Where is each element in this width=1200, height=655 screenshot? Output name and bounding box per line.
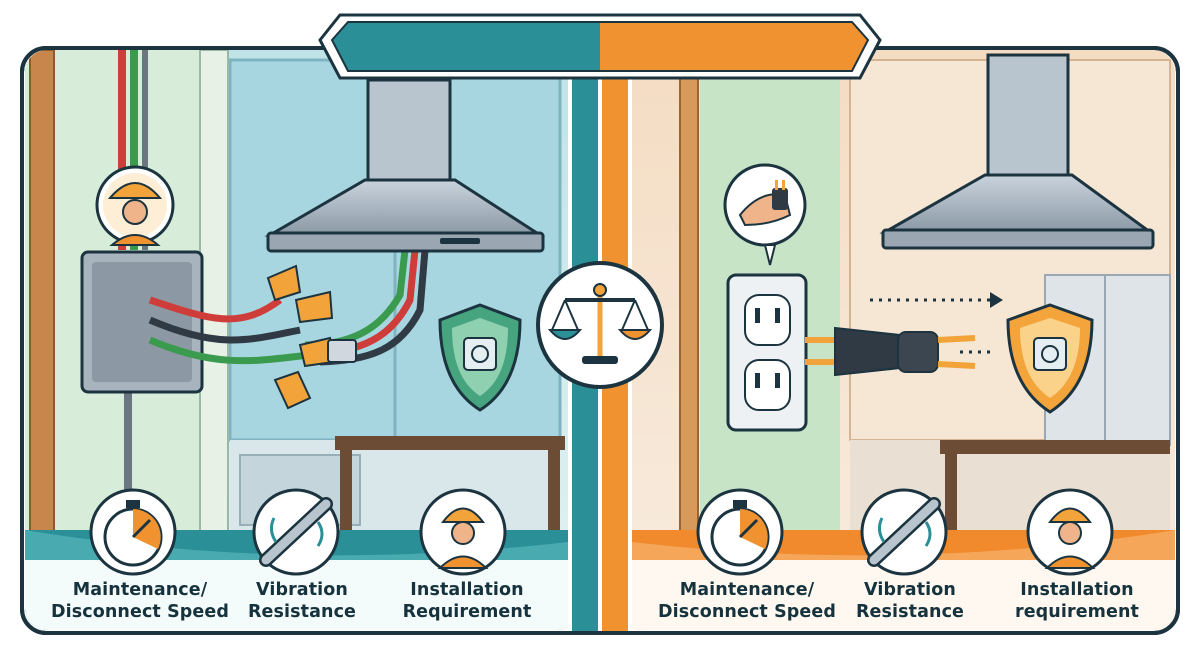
label-line: Vibration [256,580,348,600]
label-line: requirement [1014,602,1139,622]
label-line: Vibration [864,580,956,600]
label-line: Requirement [402,602,532,622]
wall-outlet-icon [726,273,808,432]
range-hood [264,78,546,253]
cable-coupler-icon [860,488,948,576]
label-line: Maintenance/ [679,580,815,600]
electrician-icon [419,488,507,576]
security-shield-icon [438,303,522,412]
left-panel [25,50,580,630]
security-shield-icon [1006,303,1094,414]
label-line: Installation [1020,580,1134,600]
stopwatch-icon [89,488,177,576]
label-line: Disconnect Speed [51,602,229,622]
label-line: Disconnect Speed [658,602,836,622]
label-line: Maintenance/ [72,580,208,600]
feature-label-installation-requirement: Installation requirement [977,579,1177,623]
feature-label-disconnect-speed: Maintenance/ Disconnect Speed [647,579,847,623]
label-line: Resistance [247,602,357,622]
feature-label-vibration-resistance: Vibration Resistance [202,579,402,623]
range-hood [879,53,1155,250]
feature-label-disconnect-speed: Maintenance/ Disconnect Speed [40,579,240,623]
electrician-icon [95,165,175,246]
label-line: Resistance [855,602,965,622]
cable-coupler-icon [252,488,340,576]
electrician-icon [1026,488,1114,576]
hand-plug-icon [723,163,807,266]
wire-nut-icon [266,264,357,410]
stopwatch-icon [696,488,784,576]
title-banner [318,13,882,80]
label-line: Installation [410,580,524,600]
plug-icon [805,292,1003,377]
feature-label-vibration-resistance: Vibration Resistance [810,579,1010,623]
balance-scale-icon [536,261,664,389]
feature-label-installation-requirement: Installation Requirement [367,579,567,623]
